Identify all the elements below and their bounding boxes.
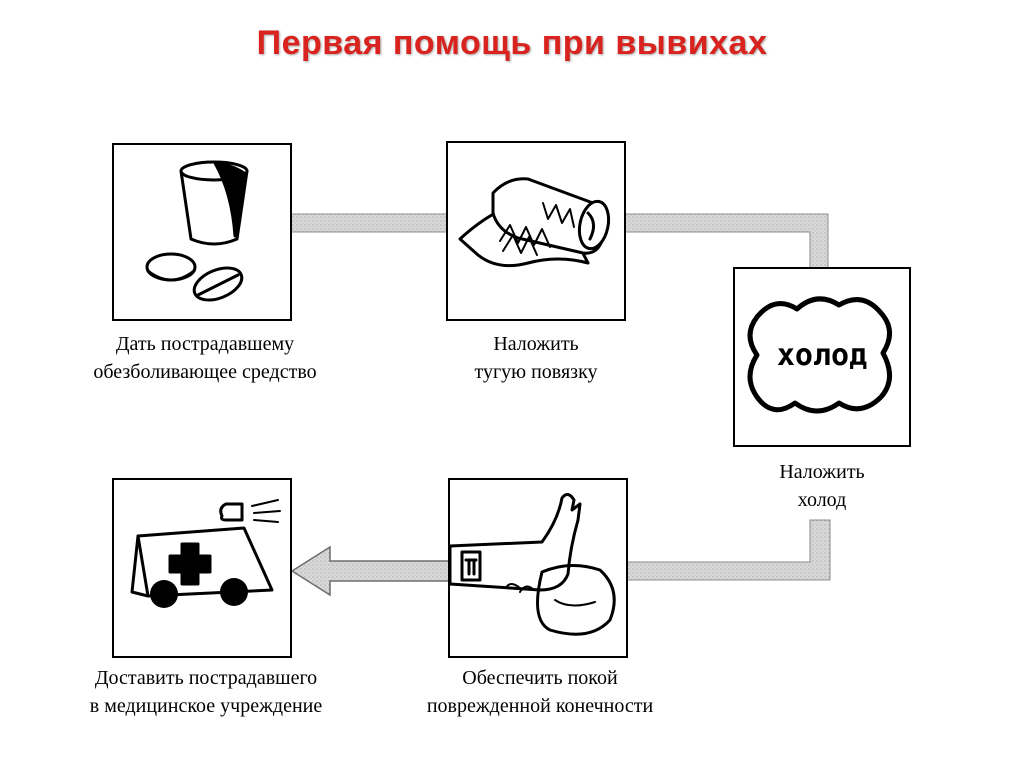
connector-step2-step3 — [623, 213, 829, 269]
caption-line: холод — [797, 489, 847, 511]
caption-line: в медицинское учреждение — [89, 695, 323, 717]
caption-line: Доставить пострадавшего — [94, 667, 318, 689]
step-5-box — [112, 478, 292, 658]
connector-step1-step2 — [289, 213, 449, 233]
pills-and-cup-icon — [145, 160, 249, 302]
step-2-caption: Наложить тугую повязку — [420, 330, 652, 386]
cold-pack-label: холод — [777, 338, 867, 373]
caption-line: Наложить — [779, 461, 865, 483]
bandage-roll-icon — [458, 177, 611, 268]
step-5-caption: Доставить пострадавшего в медицинское уч… — [58, 664, 354, 720]
caption-line: Дать пострадавшему — [115, 333, 295, 355]
step-2-box — [446, 141, 626, 321]
step-3-box: холод — [733, 267, 911, 447]
caption-line: поврежденной конечности — [426, 695, 654, 717]
cold-pack-icon: холод — [747, 296, 892, 414]
caption-line: Обеспечить покой — [462, 667, 618, 689]
step-4-caption: Обеспечить покой поврежденной конечности — [392, 664, 688, 720]
rested-limb-icon — [450, 493, 616, 636]
page-title: Первая помощь при вывихах — [256, 24, 768, 62]
caption-line: обезболивающее средство — [93, 361, 317, 383]
arrow-step4-step5 — [290, 545, 451, 597]
step-1-box — [112, 143, 292, 321]
step-4-box — [448, 478, 628, 658]
caption-line: тугую повязку — [474, 361, 598, 383]
step-1-caption: Дать пострадавшему обезболивающее средст… — [60, 330, 350, 386]
connector-step3-step4 — [625, 519, 831, 581]
ambulance-icon — [130, 499, 281, 608]
step-3-caption: Наложить холод — [722, 458, 922, 514]
caption-line: Наложить — [493, 333, 579, 355]
